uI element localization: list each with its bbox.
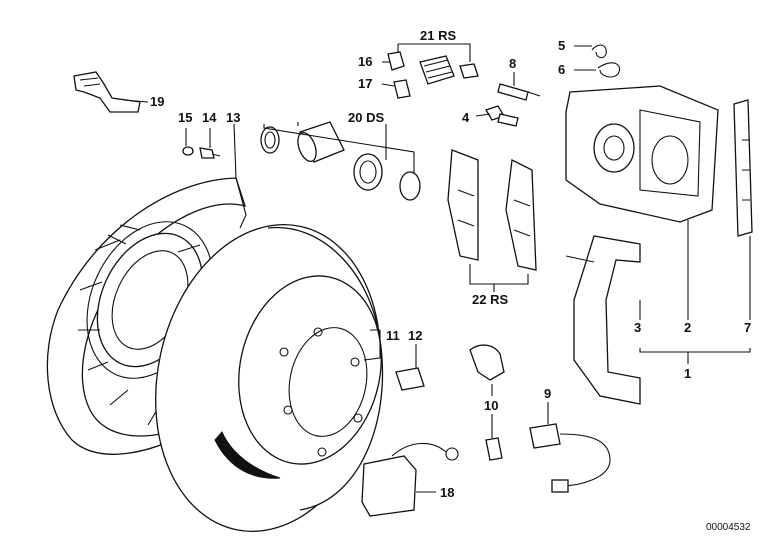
bolt-part-14: [199, 147, 221, 159]
label-part-16: 16: [358, 54, 372, 69]
piston-seal-kit-part-20: [260, 121, 421, 201]
diagram-reference-number: 00004532: [706, 522, 751, 533]
label-part-19: 19: [150, 94, 164, 109]
label-part-11: 11: [386, 328, 400, 343]
label-part-7: 7: [744, 320, 751, 335]
label-part-13: 13: [226, 110, 240, 125]
sensor-part-18: [361, 442, 459, 517]
label-part-4: 4: [462, 110, 470, 125]
spring-part-6: [597, 62, 620, 78]
label-part-2: 2: [684, 320, 691, 335]
brake-pad-set-part-22: [447, 149, 537, 271]
label-part-5: 5: [558, 38, 565, 53]
brake-disc-part: [155, 224, 384, 532]
washer-part-15: [182, 146, 194, 156]
label-part-3: 3: [634, 320, 641, 335]
leader-lines: [123, 43, 751, 493]
label-part-20: 20 DS: [348, 110, 384, 125]
spring-clip-part-7: [733, 99, 753, 237]
guide-pin-part-8: [497, 83, 541, 101]
guide-kit-part-21: [419, 55, 479, 85]
label-part-21: 21 RS: [420, 28, 456, 43]
label-part-9: 9: [544, 386, 551, 401]
carrier-part-3: [565, 235, 641, 405]
clip-part-10: [469, 344, 505, 461]
label-part-18: 18: [440, 485, 454, 500]
label-part-1: 1: [684, 366, 691, 381]
label-part-6: 6: [558, 62, 565, 77]
label-part-12: 12: [408, 328, 422, 343]
clip-part-5: [591, 44, 607, 59]
caliper-part-2: [565, 85, 719, 223]
label-part-10: 10: [484, 398, 498, 413]
label-part-15: 15: [178, 110, 192, 125]
clip-part-19: [73, 71, 141, 113]
bolt-part-12: [395, 367, 425, 391]
label-part-14: 14: [202, 110, 217, 125]
label-part-8: 8: [509, 56, 516, 71]
part-labels: 1 2 3 4 5 6 7 8 9 10 11 12 13 14 15 16 1…: [150, 28, 751, 533]
wear-sensor-part-9: [529, 423, 611, 493]
bleed-valve-part-17: [393, 79, 411, 99]
label-part-17: 17: [358, 76, 372, 91]
cap-part-16: [387, 51, 405, 71]
label-part-22: 22 RS: [472, 292, 508, 307]
bolt-part-4: [485, 105, 519, 127]
